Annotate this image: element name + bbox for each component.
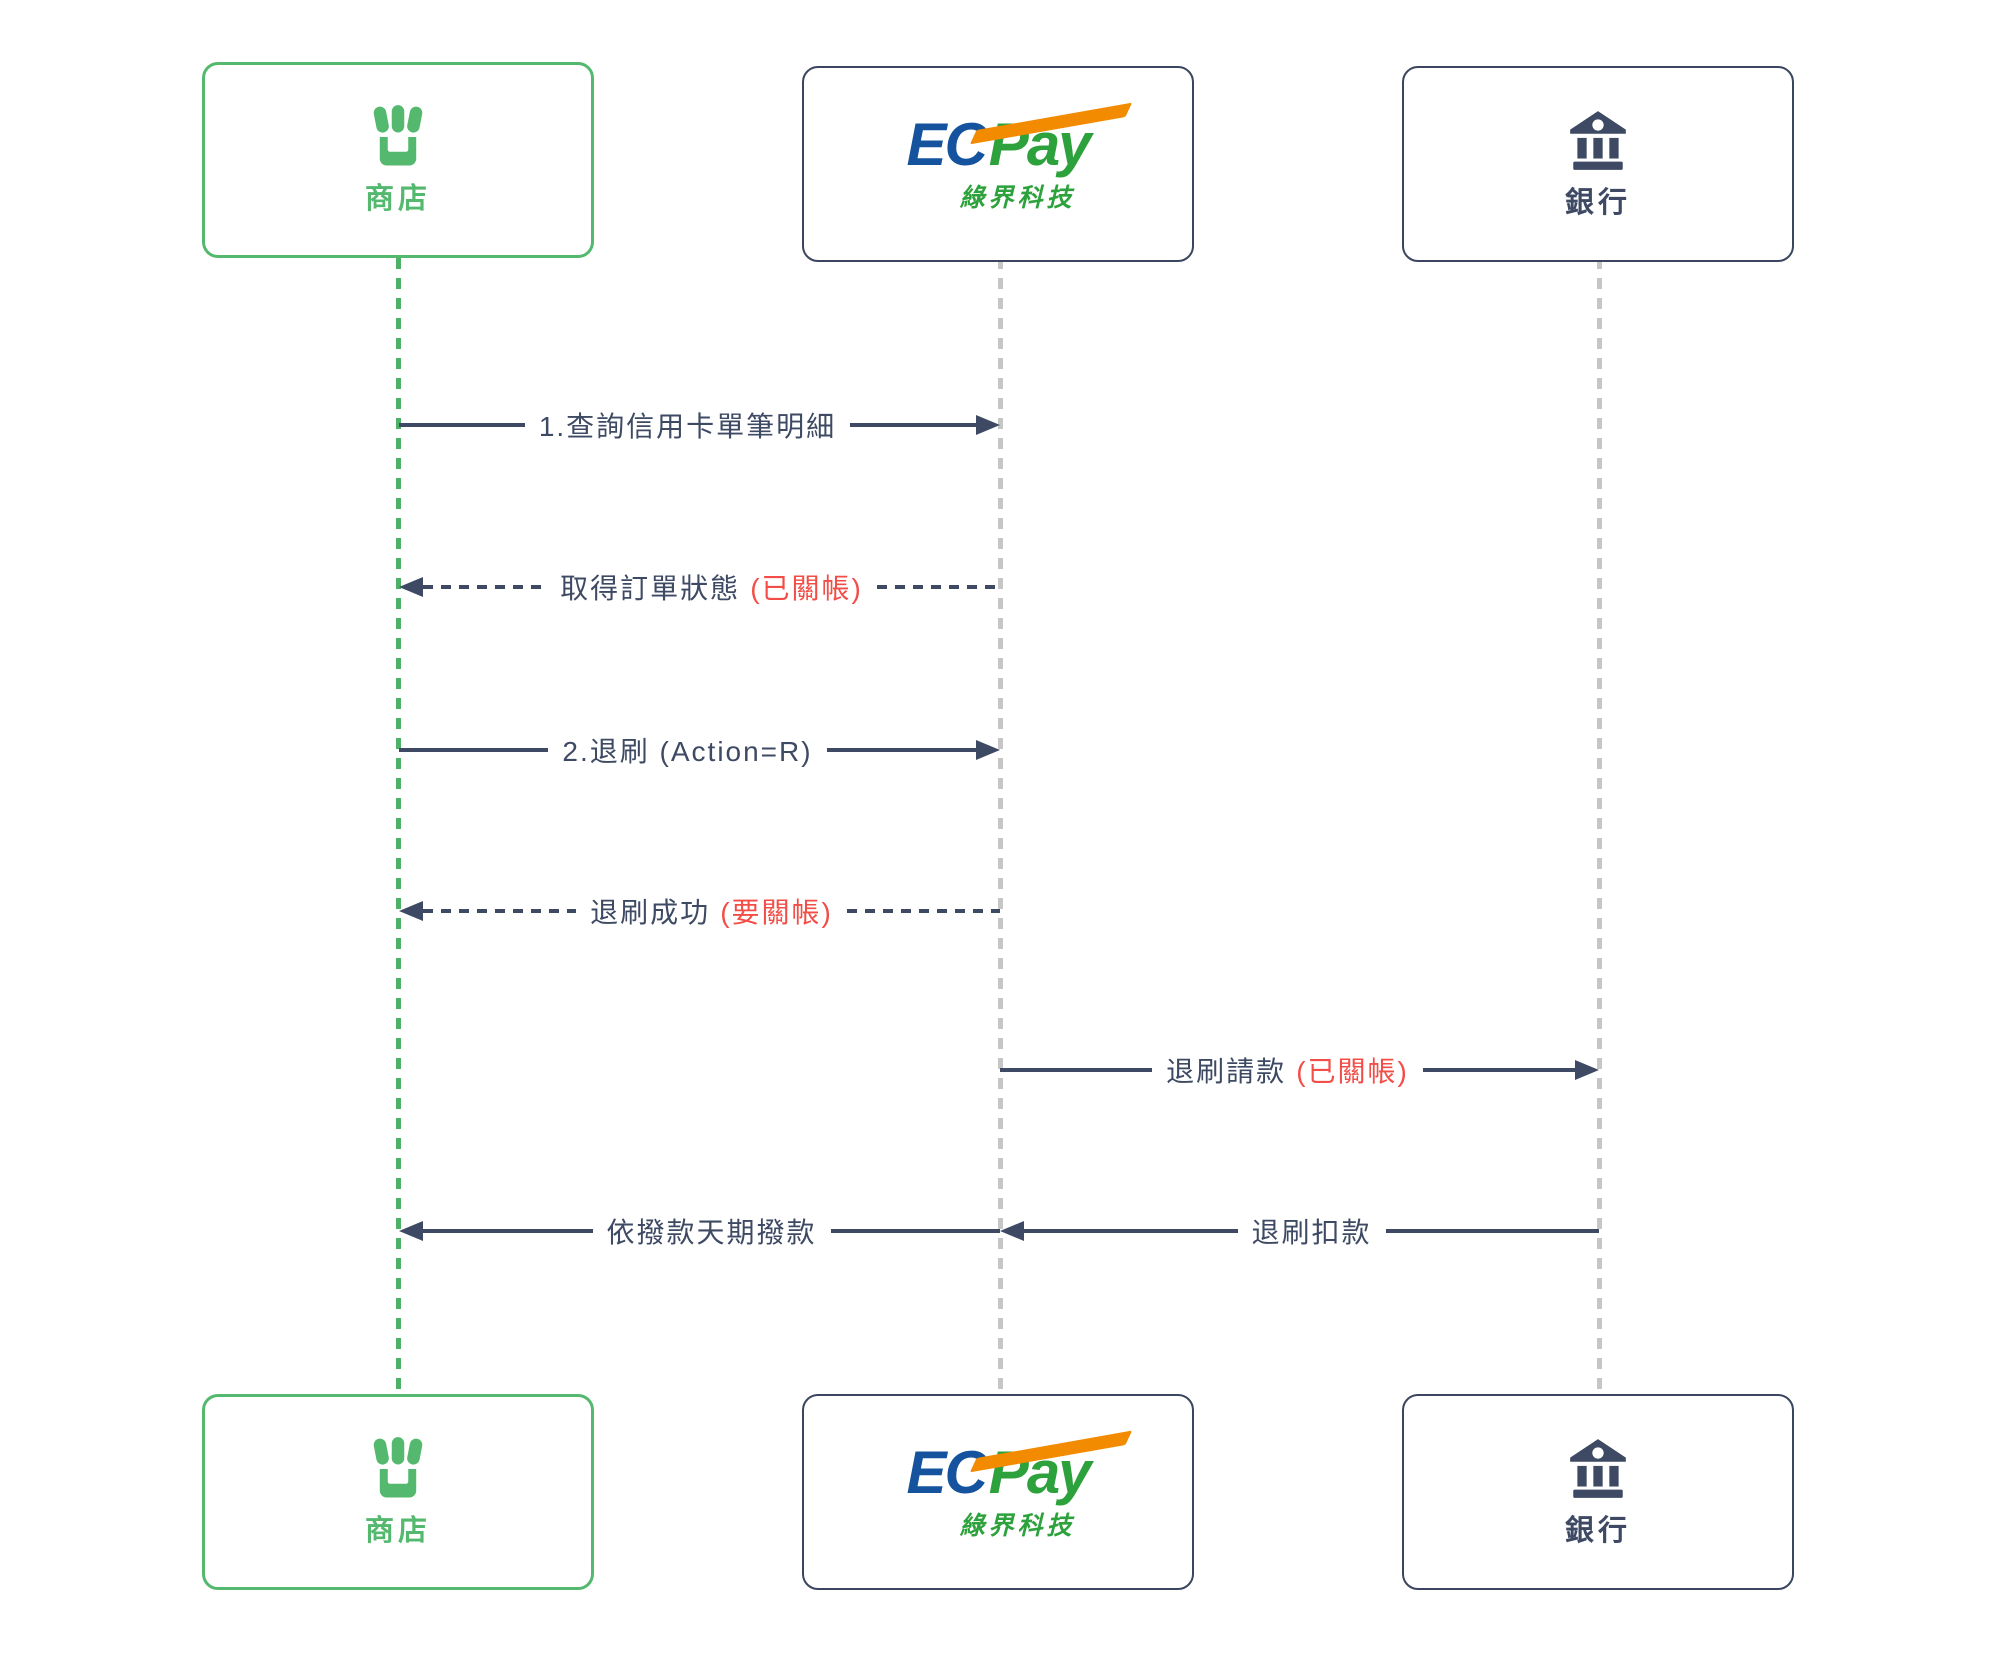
actor-shop-top: 商店	[202, 62, 594, 258]
message-label: 2.退刷 (Action=R)	[548, 730, 826, 770]
ecpay-logo-wordmark: ECPay	[906, 1430, 1132, 1503]
message-line	[399, 423, 525, 427]
actor-ecpay-bottom: ECPay 綠界科技	[802, 1394, 1194, 1590]
actor-ecpay-top: ECPay 綠界科技	[802, 66, 1194, 262]
actor-shop-label: 商店	[364, 1514, 431, 1547]
arrowhead-right-icon	[976, 740, 1000, 760]
storefront-icon	[373, 1436, 423, 1498]
message-query-detail: 1.查詢信用卡單筆明細	[399, 404, 1001, 446]
message-label: 1.查詢信用卡單筆明細	[525, 405, 850, 445]
message-refund-request: 退刷請款 (已關帳)	[1000, 1049, 1600, 1091]
actor-bank-bottom: 銀行	[1402, 1394, 1794, 1590]
lifeline-shop	[396, 258, 401, 1395]
message-label: 退刷扣款	[1238, 1211, 1386, 1251]
bank-icon	[1570, 110, 1626, 170]
message-line	[1024, 1229, 1238, 1233]
message-label: 取得訂單狀態 (已關帳)	[546, 567, 877, 607]
message-text: 退刷成功	[590, 897, 711, 928]
message-text: 依撥款天期撥款	[606, 1217, 817, 1248]
message-label: 退刷成功 (要關帳)	[576, 891, 847, 931]
message-line	[1000, 1068, 1153, 1072]
actor-bank-top: 銀行	[1402, 66, 1794, 262]
message-note: (已關帳)	[1296, 1056, 1409, 1087]
message-refund-action: 2.退刷 (Action=R)	[399, 729, 1000, 771]
ecpay-logo-ec: EC	[906, 1438, 987, 1506]
arrowhead-right-icon	[1575, 1060, 1600, 1080]
message-line	[1422, 1068, 1576, 1072]
message-note: (已關帳)	[750, 573, 863, 604]
message-line	[850, 423, 977, 427]
message-refund-success: 退刷成功 (要關帳)	[399, 890, 1001, 932]
message-line	[423, 585, 547, 589]
lifeline-ecpay	[998, 258, 1003, 1395]
message-order-status: 取得訂單狀態 (已關帳)	[399, 566, 1001, 608]
ecpay-logo-wordmark: ECPay	[906, 102, 1132, 175]
arrowhead-left-icon	[399, 577, 423, 597]
arrowhead-left-icon	[399, 1221, 423, 1241]
message-line	[423, 1229, 593, 1233]
message-line	[846, 909, 1001, 913]
message-note: (要關帳)	[720, 897, 833, 928]
actor-shop-label: 商店	[364, 182, 431, 215]
message-text: 退刷扣款	[1251, 1217, 1372, 1248]
bank-icon	[1570, 1438, 1626, 1498]
storefront-icon	[373, 104, 423, 166]
message-payout-schedule: 依撥款天期撥款	[399, 1210, 1001, 1252]
arrowhead-left-icon	[399, 901, 423, 921]
message-line	[1385, 1229, 1600, 1233]
message-line	[830, 1229, 1001, 1233]
message-text: 1.查詢信用卡單筆明細	[538, 411, 837, 442]
actor-bank-label: 銀行	[1564, 186, 1631, 219]
message-label: 退刷請款 (已關帳)	[1152, 1050, 1423, 1090]
ecpay-logo-subtitle: 綠界科技	[959, 183, 1076, 212]
ecpay-logo: ECPay 綠界科技	[906, 1430, 1132, 1542]
message-text: 退刷請款	[1166, 1056, 1287, 1087]
message-line	[876, 585, 1001, 589]
message-line	[423, 909, 577, 913]
message-line	[399, 748, 549, 752]
actor-bank-label: 銀行	[1564, 1514, 1631, 1547]
message-line	[826, 748, 976, 752]
message-text: 2.退刷 (Action=R)	[562, 736, 813, 767]
arrowhead-right-icon	[976, 415, 1001, 435]
ecpay-logo-subtitle: 綠界科技	[959, 1511, 1076, 1540]
ecpay-logo: ECPay 綠界科技	[906, 102, 1132, 214]
message-text: 取得訂單狀態	[560, 573, 741, 604]
lifeline-bank	[1597, 258, 1602, 1395]
message-refund-deduct: 退刷扣款	[1000, 1210, 1600, 1252]
message-label: 依撥款天期撥款	[593, 1211, 831, 1251]
actor-shop-bottom: 商店	[202, 1394, 594, 1590]
ecpay-logo-ec: EC	[906, 110, 987, 178]
arrowhead-left-icon	[1000, 1221, 1024, 1241]
